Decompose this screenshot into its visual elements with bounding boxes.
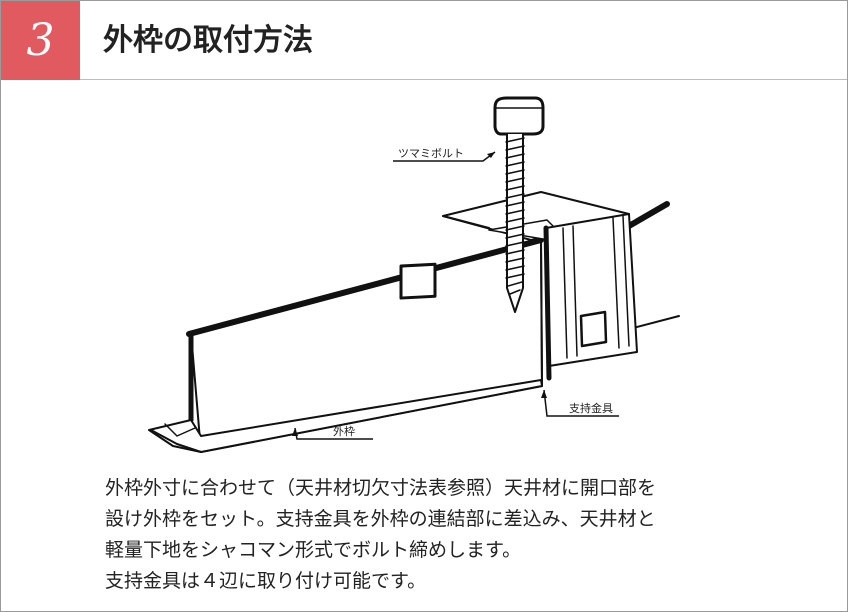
support-bracket-part: [442, 191, 638, 387]
description-line: 外枠外寸に合わせて（天井材切欠寸法表参照）天井材に開口部を: [105, 477, 657, 499]
outer-frame-part: [148, 237, 544, 453]
bracket-label: 支持金具: [569, 401, 613, 415]
bracket-leader: [543, 389, 619, 417]
title-divider: [80, 79, 847, 80]
step-badge: 3: [1, 1, 80, 80]
page-title: 外枠の取付方法: [103, 23, 313, 58]
description: 外枠外寸に合わせて（天井材切欠寸法表参照）天井材に開口部を 設け外枠をセット。支…: [105, 473, 805, 597]
description-line: 支持金具は４辺に取り付け可能です。: [105, 570, 427, 592]
installation-diagram: ツマミボルト 支持金具 外枠: [148, 96, 680, 453]
description-line: 軽量下地をシャコマン形式でボルト締めします。: [105, 539, 522, 561]
frame-label: 外枠: [333, 424, 355, 438]
step-number: 3: [26, 14, 55, 66]
description-line: 設け外枠をセット。支持金具を外枠の連結部に差込み、天井材と: [105, 508, 656, 530]
bolt-label: ツマミボルト: [398, 147, 464, 160]
thumb-bolt-part: [493, 96, 545, 313]
ceiling-runner: [626, 201, 680, 329]
